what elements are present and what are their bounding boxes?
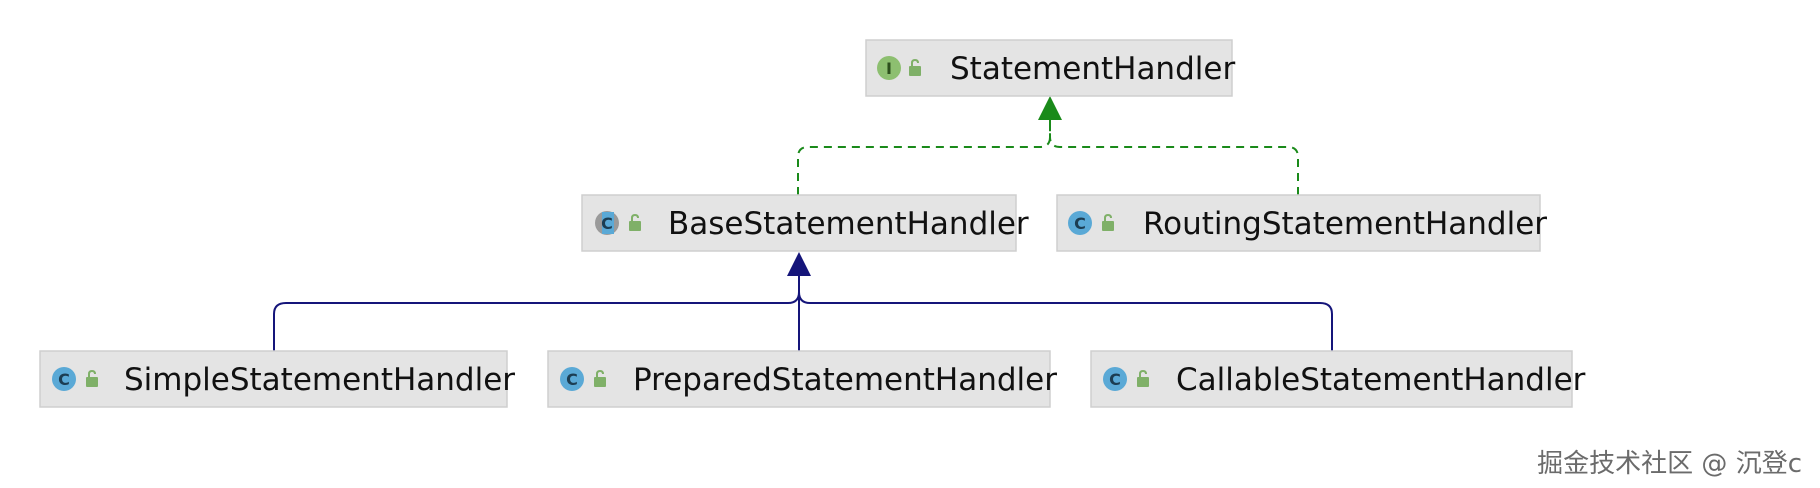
public-lock-icon	[594, 369, 606, 387]
badge-letter: C	[566, 370, 578, 389]
edges	[273, 96, 1333, 351]
edge-base-to-statement	[797, 118, 1051, 195]
public-lock-icon	[1137, 369, 1149, 387]
node-label: PreparedStatementHandler	[633, 362, 1057, 398]
node-routing-statement-handler[interactable]: C RoutingStatementHandler	[1056, 194, 1547, 252]
edge-callable-to-base	[798, 276, 1333, 351]
badge-letter: C	[58, 370, 70, 389]
class-badge-icon	[1103, 367, 1127, 391]
node-label: StatementHandler	[950, 51, 1235, 87]
edge-routing-to-statement	[1049, 118, 1299, 195]
node-prepared-statement-handler[interactable]: C PreparedStatementHandler	[547, 350, 1057, 408]
extends-arrowhead	[787, 252, 811, 276]
public-lock-icon	[629, 213, 641, 231]
node-statement-handler[interactable]: I StatementHandler	[865, 39, 1235, 97]
badge-letter: C	[601, 214, 613, 233]
node-base-statement-handler[interactable]: C BaseStatementHandler	[581, 194, 1029, 252]
badge-letter: C	[1109, 370, 1121, 389]
node-callable-statement-handler[interactable]: C CallableStatementHandler	[1090, 350, 1586, 408]
implements-arrowhead	[1038, 96, 1062, 120]
badge-letter: I	[886, 59, 892, 78]
badge-letter: C	[1074, 214, 1086, 233]
class-badge-icon	[560, 367, 584, 391]
node-simple-statement-handler[interactable]: C SimpleStatementHandler	[39, 350, 515, 408]
abstract-class-badge-fill	[602, 212, 614, 234]
node-label: RoutingStatementHandler	[1143, 206, 1547, 242]
node-label: SimpleStatementHandler	[124, 362, 515, 398]
public-lock-icon	[1102, 213, 1114, 231]
public-lock-icon	[86, 369, 98, 387]
edge-simple-to-base	[273, 276, 800, 351]
node-label: CallableStatementHandler	[1176, 362, 1586, 398]
class-badge-icon	[1068, 211, 1092, 235]
node-label: BaseStatementHandler	[668, 206, 1029, 242]
public-lock-icon	[909, 58, 921, 76]
interface-badge-icon	[877, 56, 901, 80]
class-badge-icon	[52, 367, 76, 391]
watermark: 掘金技术社区 @ 沉登c	[1537, 449, 1802, 479]
